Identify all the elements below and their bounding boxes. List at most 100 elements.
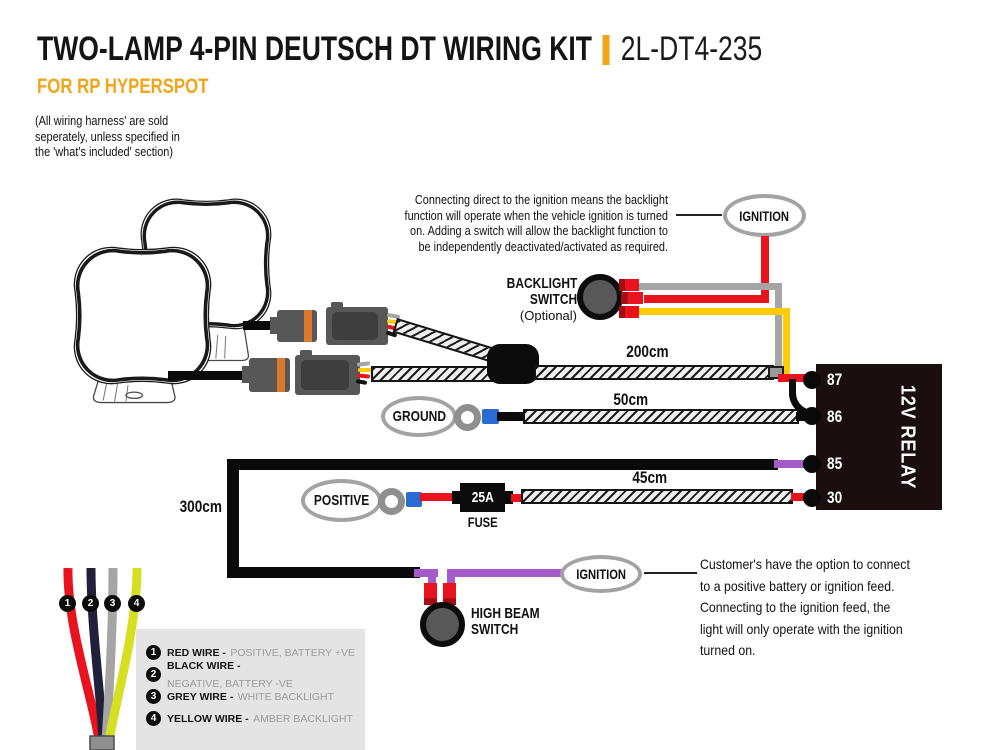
wire-badge-1: 1 — [59, 595, 76, 612]
relay-pin-85-dot — [803, 455, 821, 473]
purple-wire-left-vertical — [428, 569, 436, 587]
fuse-cable-45cm — [521, 489, 793, 504]
header-note: (All wiring harness' are sold seperately… — [35, 113, 180, 159]
grey-wire-strand — [101, 567, 118, 741]
fuse-rating: 25A — [471, 489, 494, 506]
strand-yellow-b — [358, 368, 373, 372]
connector-seal-b — [277, 358, 285, 392]
purple-wire-right-horizontal — [447, 569, 562, 577]
deutsch-plug-b — [249, 358, 290, 392]
positive-red-wire — [420, 493, 456, 501]
positive-oval: POSITIVE — [301, 479, 382, 522]
relay-pin-30-label: 30 — [827, 488, 843, 507]
customer-note-pointer-line — [644, 572, 697, 574]
fuse-tab-right — [503, 491, 513, 504]
legend-num-3: 3 — [146, 688, 161, 704]
battery-cable-wires-illustration — [63, 567, 142, 750]
ignition-bottom-oval: IGNITION — [560, 555, 642, 593]
connector-neck-a — [270, 317, 280, 334]
fuse-holder: 25A — [460, 483, 505, 512]
relay-label: 12V RELAY — [896, 384, 919, 490]
wire-badge-4: 4 — [128, 595, 145, 612]
legend-num-1: 1 — [146, 644, 161, 660]
high-beam-switch-button — [420, 602, 465, 647]
ignition-red-wire-vertical — [761, 236, 769, 303]
lamp-pod-front — [73, 246, 212, 404]
ignition-note-pointer-line — [676, 214, 722, 216]
legend-row-yellow: 4 YELLOW WIRE - AMBER BACKLIGHT — [146, 710, 353, 726]
battery-cable-bottom — [227, 567, 420, 578]
crimp-terminal-positive — [406, 492, 422, 507]
ignition-red-wire-horizontal — [644, 295, 769, 303]
length-label-45cm: 45cm — [632, 468, 668, 487]
ignition-note: Connecting direct to the ignition means … — [404, 192, 668, 254]
connector-seal-a — [304, 310, 312, 342]
high-beam-terminal-2 — [443, 583, 456, 605]
title-row: TWO-LAMP 4-PIN DEUTSCH DT WIRING KIT 2L-… — [37, 30, 762, 69]
purple-wire-right-vertical — [447, 569, 455, 587]
black-wire-strand — [86, 567, 108, 741]
customer-note: Customer's have the option to connect to… — [700, 556, 910, 658]
connector-neck-b — [242, 366, 252, 383]
ring-terminal-ground — [454, 404, 481, 431]
fuse-red-wire — [511, 494, 523, 502]
ring-terminal-positive — [378, 488, 405, 515]
harness-cable-a — [392, 318, 499, 364]
backlight-switch-terminal-3 — [619, 306, 639, 318]
lamp-pods-illustration — [73, 198, 272, 404]
relay-pin-30-dot — [803, 489, 821, 507]
crimp-terminal-ground — [482, 409, 499, 424]
ignition-top-oval: IGNITION — [723, 194, 806, 237]
harness-junction — [487, 344, 539, 384]
lamp-lead-back — [243, 321, 281, 330]
relay-box — [816, 364, 942, 510]
separator-bar — [602, 34, 610, 65]
grey-wire-vertical — [775, 283, 782, 371]
backlight-switch-terminal-2 — [621, 292, 643, 304]
wire-legend: 1 RED WIRE - POSITIVE, BATTERY +VE 2 BLA… — [136, 629, 365, 750]
cable-sheath — [89, 735, 115, 750]
wire-badge-2: 2 — [82, 595, 99, 612]
high-beam-switch-label: HIGH BEAM SWITCH — [471, 605, 540, 638]
legend-num-4: 4 — [146, 710, 161, 726]
legend-row-red: 1 RED WIRE - POSITIVE, BATTERY +VE — [146, 644, 355, 660]
relay-pin-86-label: 86 — [827, 407, 843, 426]
main-harness-cable-200cm — [534, 365, 774, 380]
wire-badge-3: 3 — [104, 595, 121, 612]
legend-row-black: 2 BLACK WIRE - NEGATIVE, BATTERY -VE — [146, 660, 365, 690]
ground-oval: GROUND — [381, 396, 457, 437]
red-wire-to-pin87 — [778, 374, 806, 382]
yellow-wire-vertical — [783, 308, 790, 382]
relay-pin-86-dot — [803, 407, 821, 425]
backlight-switch-button — [577, 274, 623, 320]
red-wire-to-pin30 — [791, 493, 813, 501]
relay-pin-85-label: 85 — [827, 454, 843, 473]
backlight-switch-label: BACKLIGHT SWITCH (Optional) — [506, 275, 577, 324]
lamp-lead-front — [168, 371, 253, 380]
backlight-switch-terminal-1 — [619, 279, 639, 291]
page-title: TWO-LAMP 4-PIN DEUTSCH DT WIRING KIT — [37, 30, 592, 68]
ground-black-wire — [497, 412, 525, 421]
relay-pin-87-dot — [803, 371, 821, 389]
high-beam-terminal-1 — [424, 583, 437, 605]
fuse-tab-left — [452, 491, 462, 504]
length-label-50cm: 50cm — [613, 390, 649, 409]
red-wire-strand — [63, 567, 104, 741]
purple-wire-left-horizontal — [414, 569, 438, 577]
deutsch-receptacle-b — [295, 350, 360, 395]
legend-num-2: 2 — [146, 666, 161, 682]
battery-cable-top — [227, 459, 778, 470]
model-number: 2L-DT4-235 — [620, 30, 763, 68]
purple-wire-to-pin85 — [774, 460, 808, 468]
legend-row-grey: 3 GREY WIRE - WHITE BACKLIGHT — [146, 688, 334, 704]
battery-cable-left — [227, 459, 239, 578]
deutsch-plug-a — [277, 310, 317, 342]
strand-grey-b — [356, 361, 371, 367]
length-label-300cm: 300cm — [179, 497, 222, 516]
harness-cable-b — [371, 366, 493, 382]
length-label-200cm: 200cm — [625, 342, 669, 361]
yellow-wire-horizontal — [637, 308, 790, 315]
fuse-label: FUSE — [467, 514, 498, 530]
ground-wire-to-pin86 — [796, 412, 808, 421]
